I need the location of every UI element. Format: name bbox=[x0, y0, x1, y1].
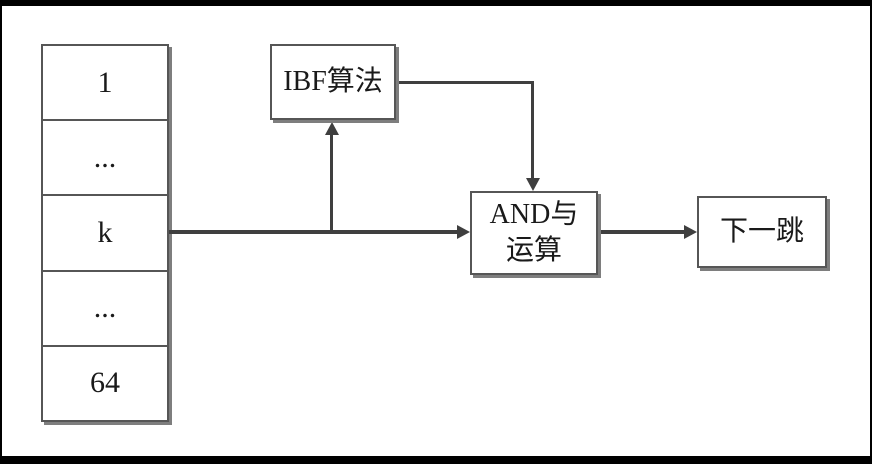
arrowhead-right-into-next-hop-icon bbox=[684, 225, 697, 239]
connector-k-to-and bbox=[169, 230, 458, 234]
array-cell-1: 1 bbox=[43, 46, 167, 122]
connector-ibf-elbow-horizontal bbox=[398, 81, 534, 84]
array-cell-ellipsis-bottom: ... bbox=[43, 272, 167, 347]
array-cell-ellipsis-top: ... bbox=[43, 121, 167, 197]
next-hop-box: 下一跳 bbox=[697, 196, 827, 268]
frame-left-bar bbox=[0, 0, 2, 464]
connector-and-to-next-hop bbox=[600, 230, 685, 234]
connector-branch-to-ibf bbox=[330, 133, 333, 234]
connector-ibf-elbow-vertical bbox=[531, 81, 534, 179]
arrowhead-down-into-and-icon bbox=[526, 178, 540, 191]
frame-right-bar bbox=[870, 0, 872, 464]
frame-bottom-bar bbox=[0, 456, 872, 464]
array-cell-64: 64 bbox=[90, 366, 120, 400]
and-operation-box: AND与运算 bbox=[470, 191, 598, 275]
array-cell-k: k bbox=[43, 196, 167, 272]
bit-array-column: 1 ... k ... 64 bbox=[41, 44, 169, 422]
arrowhead-up-into-ibf-icon bbox=[325, 122, 339, 135]
ibf-algorithm-box: IBF算法 bbox=[270, 44, 396, 120]
frame-top-bar bbox=[0, 0, 872, 6]
arrowhead-right-into-and-icon bbox=[457, 225, 470, 239]
